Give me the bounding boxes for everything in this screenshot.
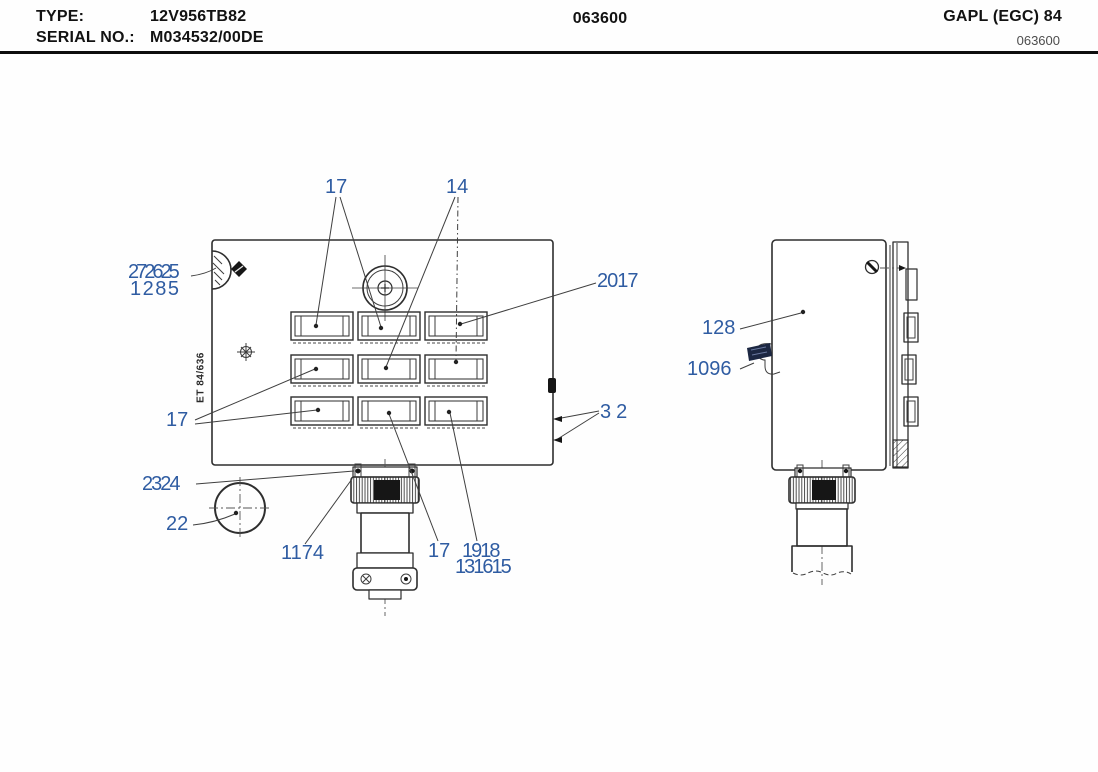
catalog-ref: GAPL (EGC) 84	[943, 8, 1062, 25]
callout-19-18: 1918	[462, 540, 500, 562]
callout-17-left: 17	[166, 409, 189, 431]
callout-1174: 1174	[281, 542, 325, 564]
callout-128: 128	[702, 317, 736, 339]
serial-value: M034532/00DE	[150, 29, 264, 46]
section-hatch	[892, 439, 909, 468]
callout-27-26-25: 272625	[128, 261, 180, 283]
o-ring	[209, 477, 271, 539]
callout-12-8-5: 1285	[130, 278, 181, 300]
callout-3-2: 32	[600, 401, 633, 423]
callout-1096: 1096	[687, 358, 732, 380]
retaining-clip	[747, 343, 781, 375]
callout-13-16-15: 131615	[455, 556, 512, 578]
screw-icon	[864, 259, 880, 275]
cable-gland-icon	[211, 250, 247, 290]
edge-tab	[548, 378, 556, 393]
callout-20-17: 2017	[597, 270, 638, 292]
header-divider	[0, 51, 1098, 54]
leader-lines	[190, 196, 806, 545]
front-view-drawing	[209, 239, 556, 616]
callout-22: 22	[166, 513, 189, 535]
connector-front	[350, 459, 420, 616]
type-label: TYPE:	[36, 8, 85, 25]
callout-14-top: 14	[446, 176, 469, 198]
callout-17-bottom: 17	[428, 540, 451, 562]
lock-keyhole-icon	[352, 255, 418, 321]
connector-side	[788, 460, 856, 585]
callout-23-24: 2324	[142, 473, 180, 495]
drawing-number-stamp: ET 84/636	[195, 352, 207, 403]
serial-label: SERIAL NO.:	[36, 29, 135, 46]
doc-number-secondary: 063600	[1016, 33, 1060, 48]
callout-17-top: 17	[325, 176, 348, 198]
doc-number: 063600	[572, 10, 628, 27]
type-value: 12V956TB82	[150, 8, 247, 25]
alignment-target-icon	[237, 343, 255, 361]
side-view-drawing	[747, 239, 919, 585]
